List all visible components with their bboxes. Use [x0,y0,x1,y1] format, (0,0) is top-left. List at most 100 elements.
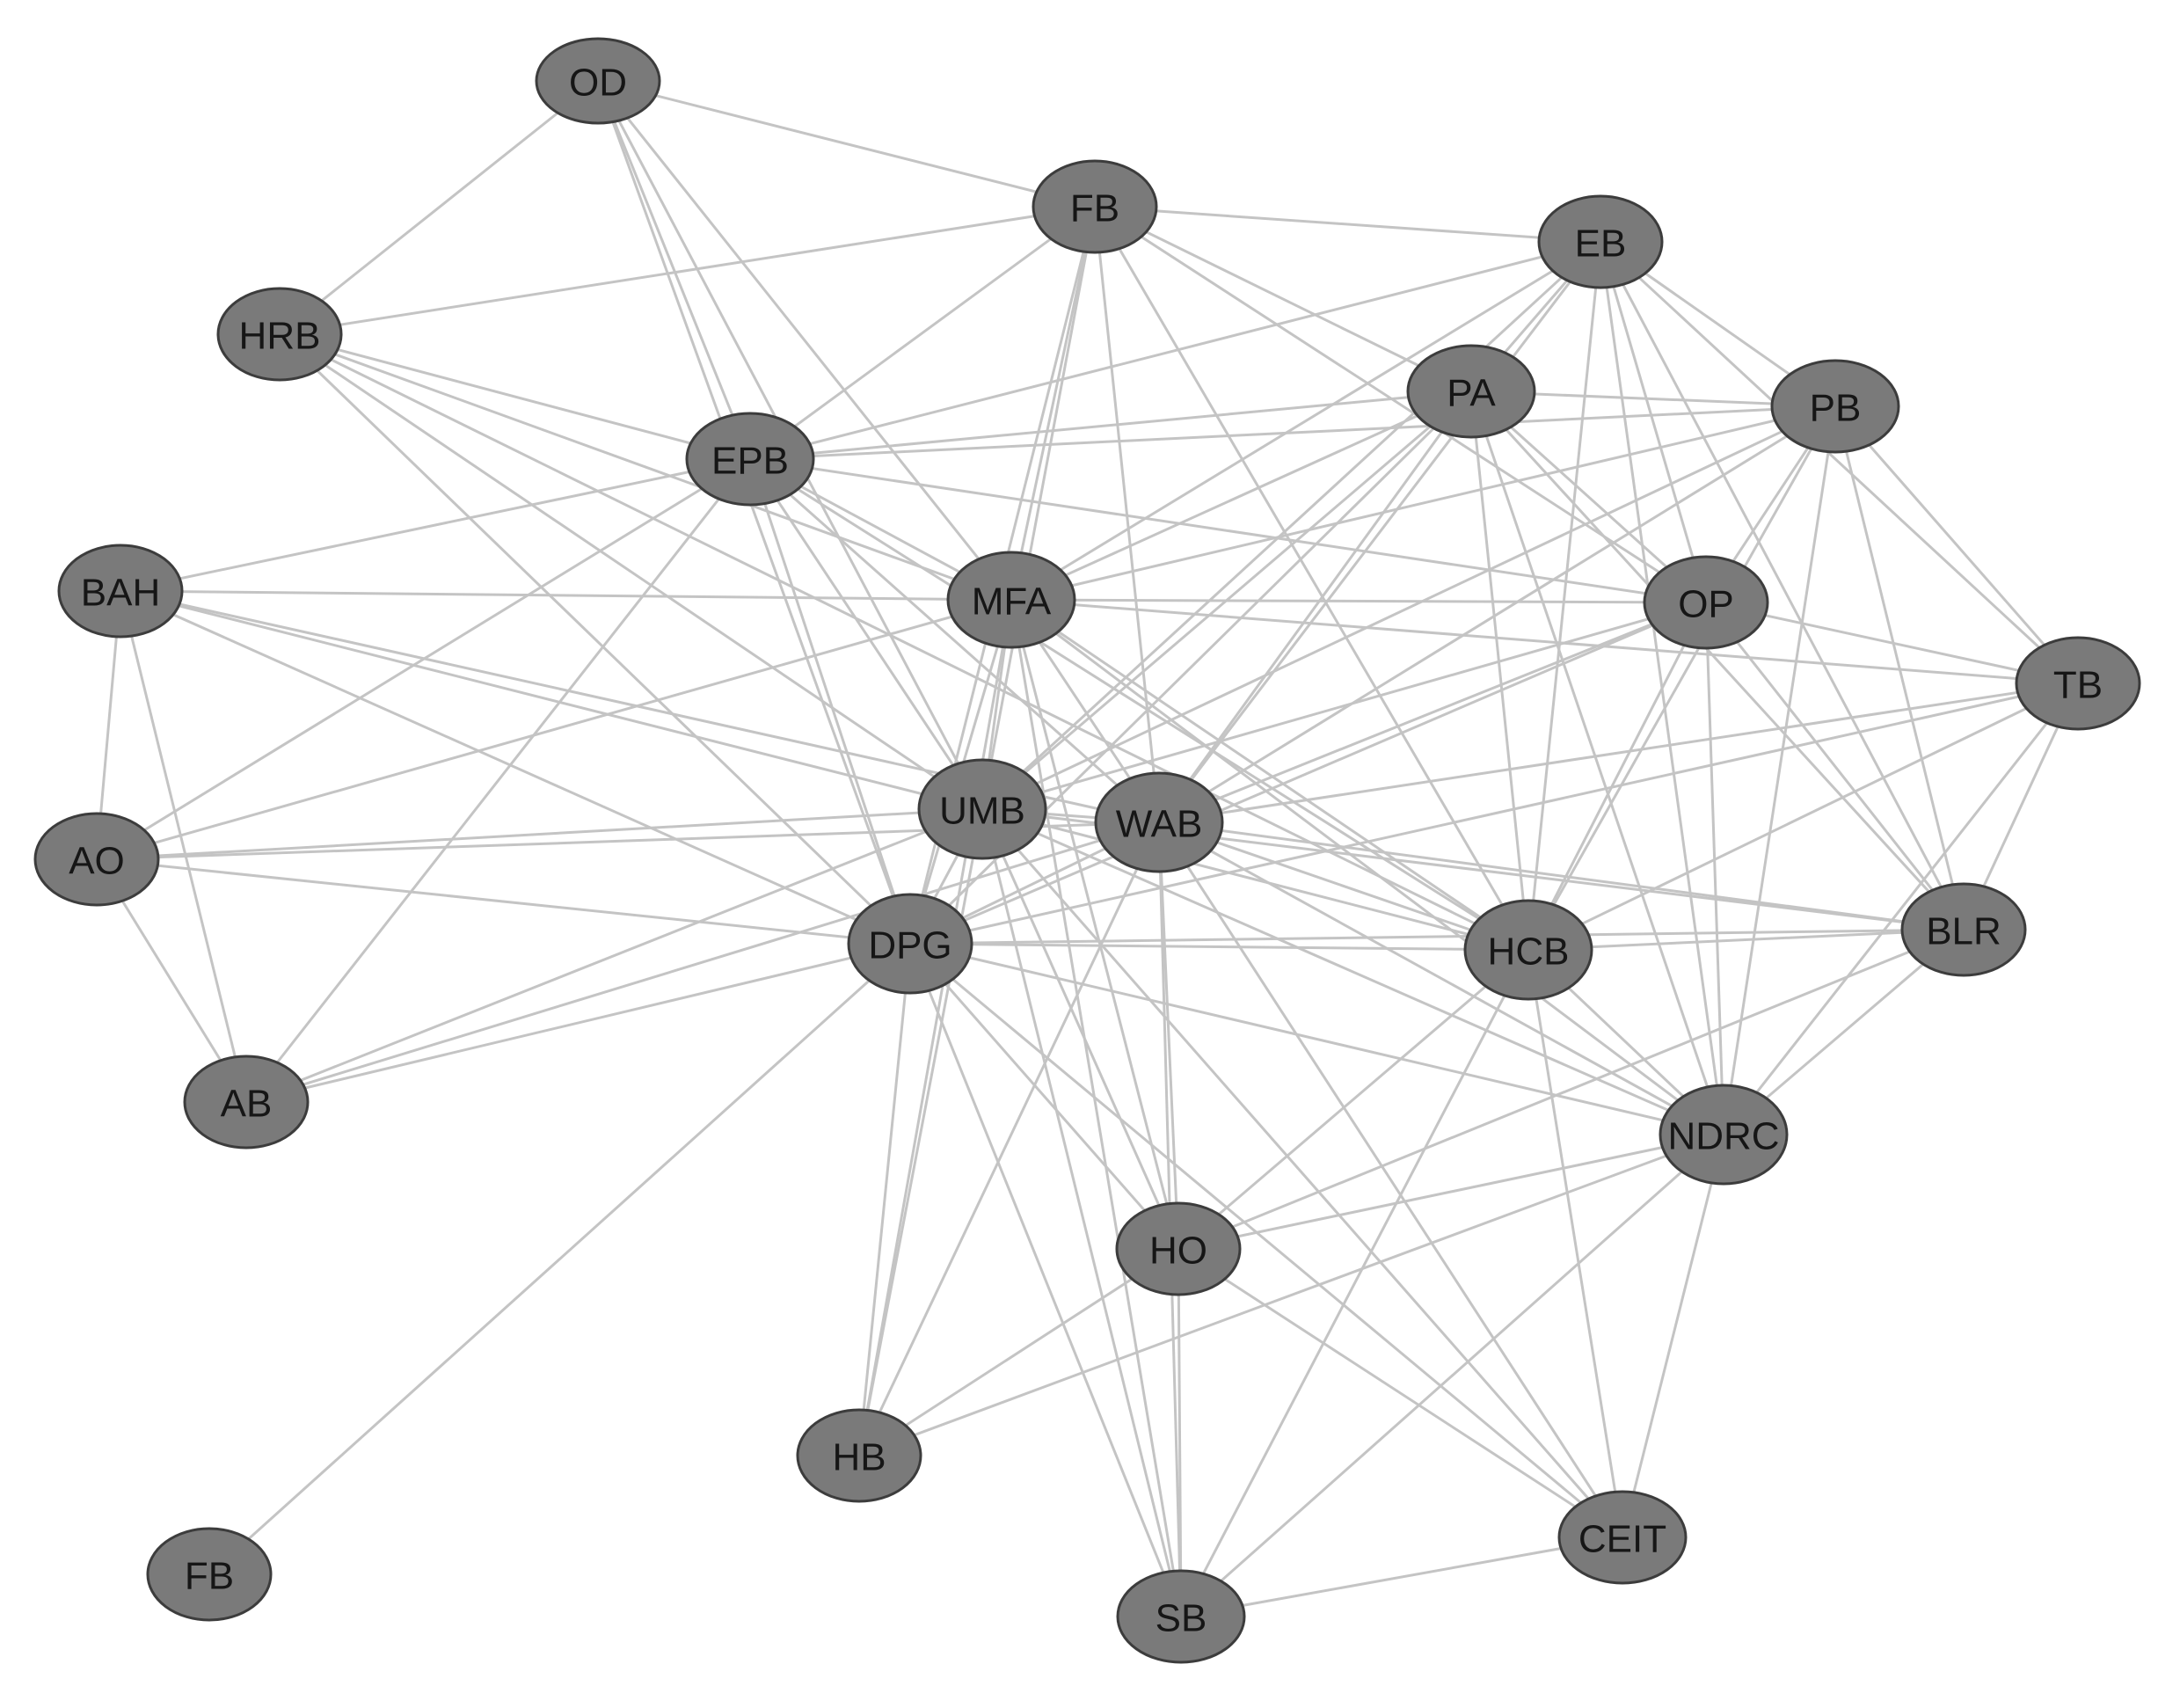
node-od[interactable]: OD [535,37,661,125]
node-label: OD [569,62,627,105]
node-ellipse [1463,899,1593,1001]
node-ellipse [2015,636,2141,731]
edge-hcb-sb [1179,949,1530,1617]
node-op[interactable]: OP [1643,555,1769,650]
node-blr[interactable]: BLR [1900,882,2027,977]
edge-hrb-mfa [279,332,1012,602]
node-label: SB [1156,1597,1207,1640]
node-label: BAH [81,572,160,615]
edge-tb-dpg [909,682,2079,945]
node-sb[interactable]: SB [1116,1569,1246,1664]
node-label: CEIT [1578,1518,1666,1561]
node-label: DPG [868,924,951,967]
node-ellipse [183,1055,310,1150]
edge-fb1-mfa [1010,206,1097,601]
edge-od-epb [596,80,752,460]
node-ellipse [57,544,184,639]
edge-pa-epb [749,390,1472,461]
edge-hrb-dpg [278,332,912,945]
edge-ndrc-hb [858,1133,1724,1457]
node-pa[interactable]: PA [1406,344,1536,439]
node-ao[interactable]: AO [33,812,160,907]
node-ellipse [917,758,1047,860]
edge-ndrc-ho [1177,1133,1724,1251]
node-ellipse [1900,882,2027,977]
node-ellipse [1115,1201,1242,1296]
edge-bah-dpg [120,589,911,945]
edge-hrb-hcb [279,332,1529,952]
edge-eb-epb [749,240,1601,461]
edge-hcb-ceit [1527,949,1624,1538]
edge-fb1-eb [1094,205,1601,244]
edge-umb-ceit [981,808,1624,1538]
edge-tb-wab [1158,682,2079,824]
node-ellipse [1032,159,1158,254]
edge-eb-op [1599,241,1708,603]
node-ellipse [216,287,343,382]
node-mfa[interactable]: MFA [946,551,1076,649]
node-tb[interactable]: TB [2015,636,2141,731]
edge-umb-ab [245,807,983,1104]
node-ellipse [33,812,160,907]
edge-bah-ab [119,590,248,1103]
node-label: NDRC [1667,1115,1779,1158]
node-label: WAB [1116,803,1203,846]
edge-hcb-blr [1527,928,1965,952]
edge-dpg-ab [245,942,911,1104]
node-epb[interactable]: EPB [685,412,815,507]
node-eb[interactable]: EB [1537,194,1664,289]
edge-eb-blr [1599,241,1965,931]
edge-epb-bah [120,457,751,593]
node-ellipse [796,1408,922,1503]
edge-bah-mfa [120,589,1012,602]
node-ceit[interactable]: CEIT [1557,1490,1688,1585]
node-label: HCB [1488,931,1570,974]
edge-pa-wab [1157,391,1473,823]
node-label: MFA [972,580,1052,624]
edge-eb-wab [1157,241,1602,823]
node-bah[interactable]: BAH [57,544,184,639]
node-ho[interactable]: HO [1115,1201,1242,1296]
edge-umb-ndrc [981,807,1724,1136]
node-wab[interactable]: WAB [1094,771,1224,873]
edge-op-tb [1705,601,2079,685]
edge-dpg-ho [908,943,1180,1250]
node-ndrc[interactable]: NDRC [1659,1084,1789,1186]
node-label: FB [1070,187,1119,230]
node-fb2[interactable]: FB [146,1527,273,1622]
edge-op-wab [1158,601,1707,824]
edge-pa-blr [1469,390,1965,931]
edge-eb-mfa [1010,240,1601,602]
edge-hrb-epb [279,332,751,461]
edge-mfa-sb [1010,599,1183,1617]
node-label: AO [69,840,125,883]
edge-mfa-hb [857,599,1013,1456]
edge-blr-ho [1177,928,1965,1251]
edge-umb-ho [981,808,1180,1250]
node-label: HO [1149,1230,1207,1273]
edge-fb1-umb [981,206,1097,810]
node-label: BLR [1926,910,2001,953]
edge-mfa-ho [1010,599,1180,1250]
node-hrb[interactable]: HRB [216,287,343,382]
edge-mfa-ao [96,598,1012,861]
edge-wab-ndrc [1158,821,1724,1136]
node-hcb[interactable]: HCB [1463,899,1593,1001]
node-umb[interactable]: UMB [917,758,1047,860]
node-fb1[interactable]: FB [1032,159,1158,254]
edge-bah-umb [120,589,983,811]
node-hb[interactable]: HB [796,1408,922,1503]
node-dpg[interactable]: DPG [847,893,973,995]
edge-pb-umb [981,405,1836,811]
node-ellipse [1643,555,1769,650]
edge-pb-blr [1834,405,1965,931]
edge-hcb-ho [1177,948,1529,1251]
edge-od-hrb [279,79,599,336]
edge-eb-tb [1599,240,2080,685]
node-ellipse [1659,1084,1789,1186]
edge-ceit-sb [1180,1536,1623,1618]
edge-dpg-hb [857,943,912,1456]
node-ab[interactable]: AB [183,1055,310,1150]
node-pb[interactable]: PB [1770,359,1900,454]
edge-dpg-ceit [909,942,1623,1539]
